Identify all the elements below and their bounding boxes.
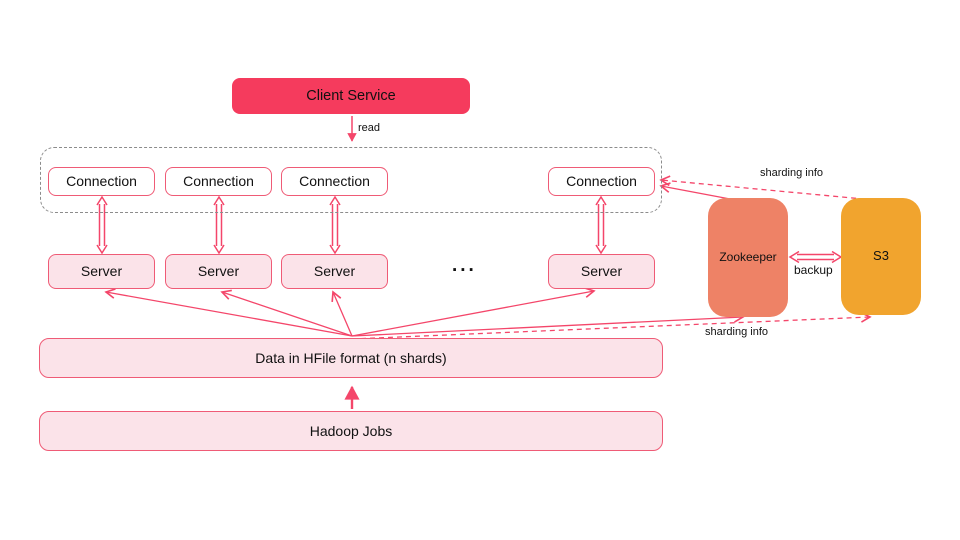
- connection-group-outline: [40, 147, 662, 213]
- connection-label: Connection: [183, 173, 254, 190]
- node-hadoop-jobs: Hadoop Jobs: [39, 411, 663, 451]
- server-label: Server: [197, 263, 240, 280]
- node-zookeeper: Zookeeper: [708, 198, 788, 317]
- node-hfile-data: Data in HFile format (n shards): [39, 338, 663, 378]
- zookeeper-label: Zookeeper: [719, 249, 777, 264]
- node-connection-3: Connection: [281, 167, 388, 196]
- server-label: Server: [580, 263, 623, 280]
- edge-label-backup: backup: [794, 263, 833, 277]
- edge-label-sharding-info-top: sharding info: [760, 167, 823, 179]
- edge-backup: [788, 250, 843, 264]
- node-server-2: Server: [165, 254, 272, 289]
- client-service-label: Client Service: [306, 87, 396, 104]
- hfile-label: Data in HFile format (n shards): [255, 349, 447, 366]
- server-label: Server: [80, 263, 123, 280]
- edge-hfile-server-3: [331, 290, 353, 337]
- node-server-4: Server: [548, 254, 655, 289]
- edge-hfile-server-4: [351, 287, 596, 337]
- servers-ellipsis: ...: [452, 255, 477, 276]
- edge-s3-connection-sharding: [659, 175, 875, 201]
- node-s3: S3: [841, 198, 921, 315]
- server-label: Server: [313, 263, 356, 280]
- edge-label-sharding-info-bottom: sharding info: [705, 326, 768, 338]
- edge-hfile-zookeeper: [351, 312, 745, 337]
- edge-hfile-s3-sharding: [351, 311, 872, 340]
- connection-label: Connection: [299, 173, 370, 190]
- connection-label: Connection: [66, 173, 137, 190]
- node-connection-1: Connection: [48, 167, 155, 196]
- edge-label-read: read: [358, 122, 381, 134]
- s3-label: S3: [873, 248, 889, 264]
- edge-hfile-server-1: [104, 288, 353, 337]
- node-connection-4: Connection: [548, 167, 655, 196]
- hadoop-label: Hadoop Jobs: [309, 422, 393, 439]
- edge-hfile-server-2: [220, 289, 353, 337]
- node-client-service: Client Service: [232, 78, 470, 114]
- node-connection-2: Connection: [165, 167, 272, 196]
- node-server-3: Server: [281, 254, 388, 289]
- connection-label: Connection: [566, 173, 637, 190]
- node-server-1: Server: [48, 254, 155, 289]
